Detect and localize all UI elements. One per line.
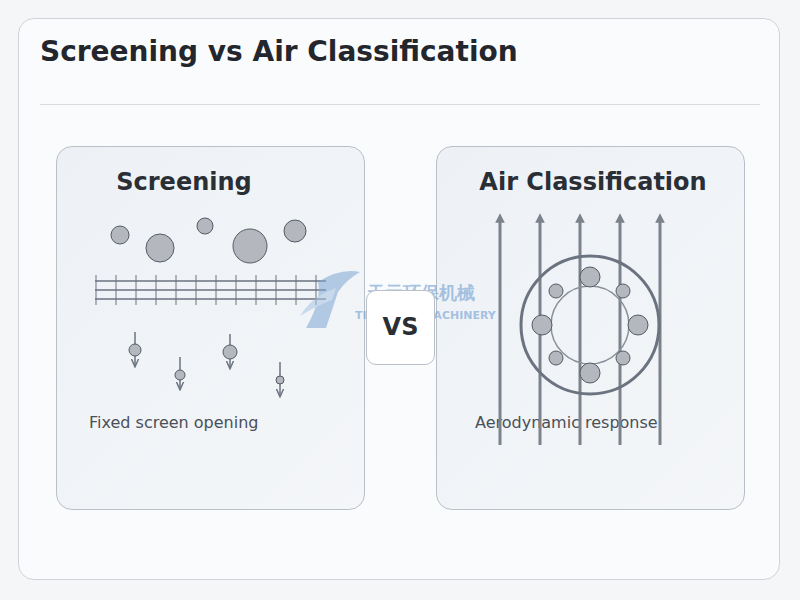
versus-badge: VS <box>366 290 435 365</box>
panel-caption: Fixed screen opening <box>89 413 349 433</box>
panel-heading: VS <box>367 312 434 342</box>
panel-heading: Screening <box>57 167 311 197</box>
comparison-panel: ScreeningFixed screen opening <box>56 146 365 510</box>
diagram-title: Screening vs Air Classification <box>40 34 760 70</box>
panel-caption: Aerodynamic response <box>475 413 735 433</box>
comparison-panel: Air ClassificationAerodynamic response <box>436 146 745 510</box>
title-divider <box>40 104 760 105</box>
panel-heading: Air Classification <box>437 167 749 197</box>
